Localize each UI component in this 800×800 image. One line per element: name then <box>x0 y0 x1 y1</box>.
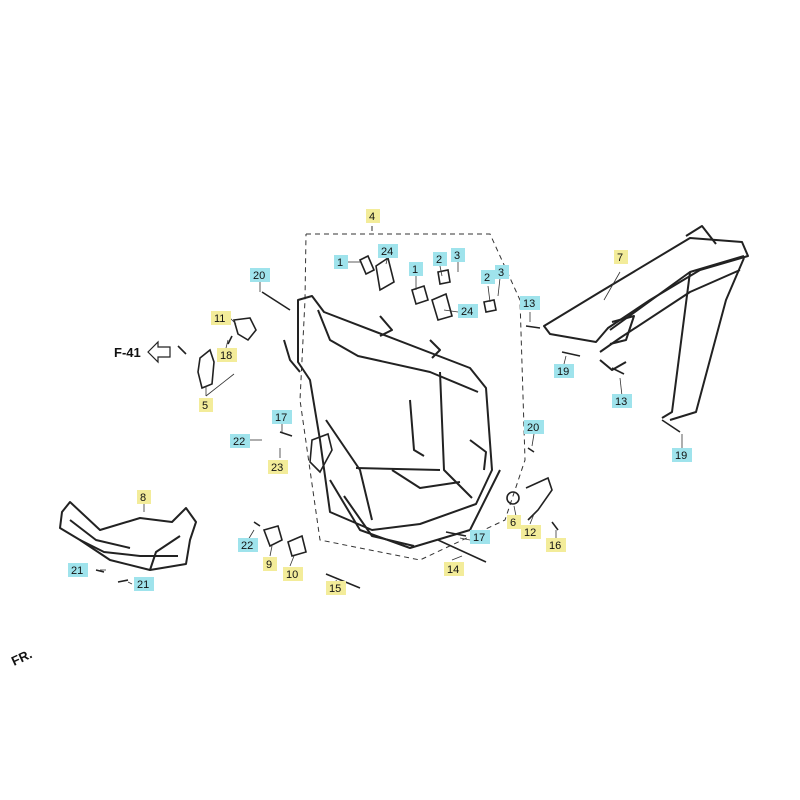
main-frame <box>283 295 501 549</box>
part-label-17b: 17 <box>473 532 485 544</box>
part-label-17: 17 <box>275 412 287 424</box>
part-label-24: 24 <box>381 246 393 258</box>
skid-plate <box>59 501 197 571</box>
part-label-1: 1 <box>337 257 343 269</box>
part-label-16: 16 <box>549 540 561 552</box>
part-label-24b: 24 <box>461 306 473 318</box>
part-label-19: 19 <box>557 366 569 378</box>
part-label-3b: 3 <box>498 267 504 279</box>
part-label-1b: 1 <box>412 264 418 276</box>
part-label-20: 20 <box>253 270 265 282</box>
part-label-4: 4 <box>369 211 375 223</box>
part-label-13b: 13 <box>615 396 627 408</box>
part-label-2: 2 <box>436 254 442 266</box>
part-tags: 4 7 8 11 18 5 23 9 10 15 14 6 12 16 20 1 <box>68 209 692 595</box>
part-label-23: 23 <box>271 462 283 474</box>
direction-label: FR. <box>9 646 34 668</box>
small-parts <box>197 254 553 557</box>
part-label-9: 9 <box>266 559 272 571</box>
part-label-22: 22 <box>233 436 245 448</box>
part-label-8: 8 <box>140 492 146 504</box>
part-label-3: 3 <box>454 250 460 262</box>
part-label-19b: 19 <box>675 450 687 462</box>
part-label-21: 21 <box>71 565 83 577</box>
left-arrow-icon <box>147 340 171 364</box>
part-label-11: 11 <box>214 313 225 325</box>
part-label-13: 13 <box>523 298 535 310</box>
part-label-2b: 2 <box>484 272 490 284</box>
leader-lines <box>100 255 683 587</box>
part-label-5: 5 <box>202 400 208 412</box>
part-label-20b: 20 <box>527 422 539 434</box>
part-label-12: 12 <box>524 527 536 539</box>
part-label-21b: 21 <box>137 579 149 591</box>
rear-subframe <box>543 225 749 421</box>
part-label-15: 15 <box>329 583 341 595</box>
reference-arrow: F-41 <box>114 340 171 364</box>
part-label-10: 10 <box>286 569 298 581</box>
part-label-22b: 22 <box>241 540 253 552</box>
part-label-18: 18 <box>220 350 232 362</box>
part-label-14: 14 <box>447 564 459 576</box>
reference-label: F-41 <box>114 345 141 360</box>
direction-mark: FR. <box>9 646 34 668</box>
part-label-7: 7 <box>617 252 623 264</box>
part-label-6: 6 <box>510 517 516 529</box>
